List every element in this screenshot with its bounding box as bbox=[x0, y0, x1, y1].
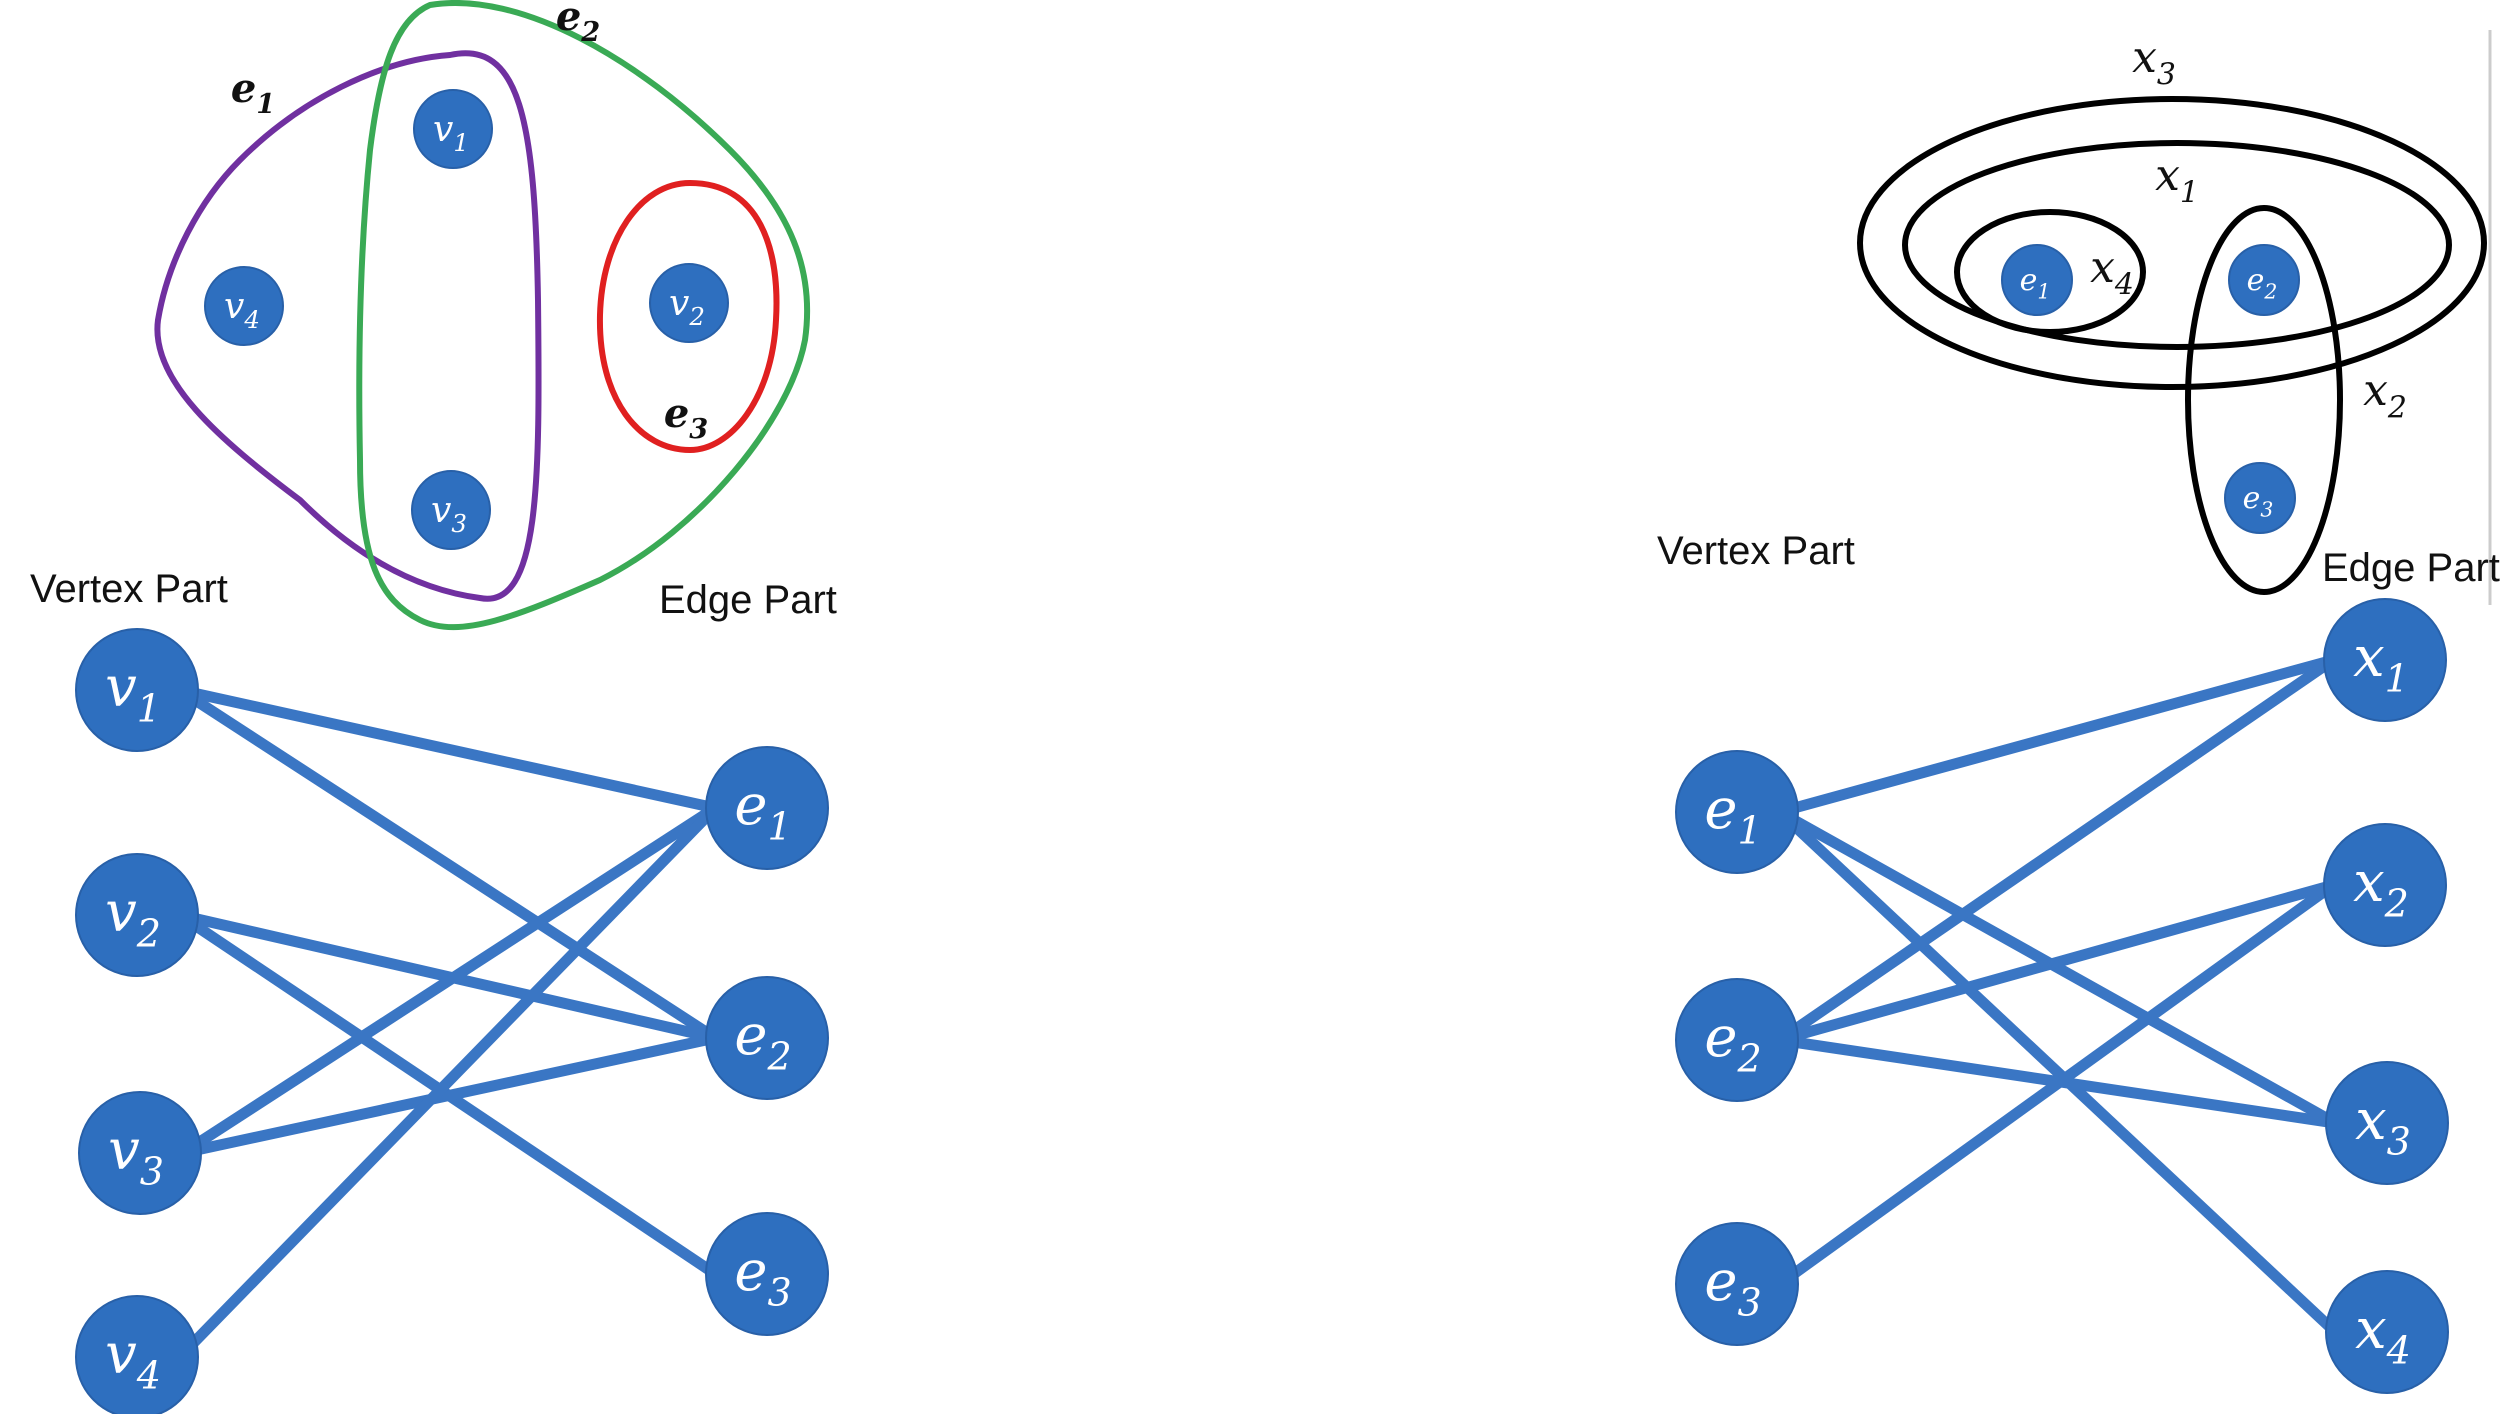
hyperedge-label-x2: x2 bbox=[2363, 365, 2407, 425]
bipartite-link-e1-x4 bbox=[1775, 807, 2339, 1337]
vertex-label-v4: v4 bbox=[224, 286, 260, 334]
bipartite-vertex-v2 bbox=[75, 853, 199, 977]
edge-part-label-left: Edge Part bbox=[659, 578, 837, 622]
hyperedge-label-e3: e3 bbox=[664, 390, 708, 445]
vertex-label-e1: e1 bbox=[2020, 263, 2051, 303]
vertex-label-v3: v3 bbox=[431, 490, 467, 538]
hyperedge-x3 bbox=[1857, 96, 2487, 390]
bipartite-edge-x1 bbox=[2323, 598, 2447, 722]
hypergraph-vertex-e1 bbox=[2001, 244, 2073, 316]
hyperedge-label-e2: e2 bbox=[556, 0, 600, 48]
bipartite-link-e3-x2 bbox=[1776, 880, 2337, 1289]
hyperedge-label-x3: x3 bbox=[2132, 32, 2176, 92]
edge-part-label-right: Edge Part bbox=[2322, 546, 2500, 590]
bipartite-edge-label-x2: x2 bbox=[2353, 850, 2409, 926]
hyperedge-e3 bbox=[596, 179, 780, 454]
bipartite-link-e2-x2 bbox=[1778, 879, 2335, 1046]
vertex-label-e2: e2 bbox=[2247, 263, 2278, 303]
hyperedge-e1 bbox=[154, 50, 542, 602]
hypergraph-vertex-e3 bbox=[2224, 462, 2296, 534]
hypergraph-vertex-v3 bbox=[411, 470, 491, 550]
vertex-label-v2: v2 bbox=[669, 283, 705, 331]
bipartite-vertex-label-v3: v3 bbox=[108, 1118, 164, 1194]
bipartite-edge-label-e2: e2 bbox=[734, 1003, 791, 1079]
bipartite-vertex-label-v2: v2 bbox=[105, 880, 161, 956]
vertex-label-v1: v1 bbox=[433, 109, 469, 157]
bipartite-vertex-v3 bbox=[78, 1091, 202, 1215]
bipartite-edge-e1 bbox=[705, 746, 829, 870]
hyperedge-label-x1: x1 bbox=[2155, 150, 2199, 210]
bipartite-edge-label-x1: x1 bbox=[2353, 625, 2409, 701]
vertex-part-label-left: Vertex Part bbox=[30, 567, 228, 611]
hyperedge-e2 bbox=[356, 0, 811, 631]
bipartite-edge-label-e1: e1 bbox=[734, 773, 791, 849]
bipartite-edge-label-x3: x3 bbox=[2355, 1088, 2411, 1164]
hypergraph-vertex-v4 bbox=[204, 266, 284, 346]
hyperedge-label-e1: e1 bbox=[231, 65, 275, 120]
bipartite-link-v3-e1 bbox=[179, 803, 719, 1158]
bipartite-link-e1-x1 bbox=[1778, 654, 2335, 818]
bipartite-vertex-label-v4: v4 bbox=[105, 1322, 161, 1398]
bipartite-edge-e3 bbox=[705, 1212, 829, 1336]
bipartite-edge-label-e3: e3 bbox=[734, 1239, 791, 1315]
bipartite-vertex-v4 bbox=[75, 1295, 199, 1414]
hyperedge-label-x4: x4 bbox=[2090, 242, 2134, 302]
bipartite-link-v4-e1 bbox=[175, 804, 720, 1361]
bipartite-edge-x3 bbox=[2325, 1061, 2449, 1185]
bipartite-vertex-label-e2: e2 bbox=[1704, 1005, 1761, 1081]
bipartite-vertex-e2 bbox=[1675, 978, 1799, 1102]
bipartite-edge-x4 bbox=[2325, 1270, 2449, 1394]
bipartite-edge-x2 bbox=[2323, 823, 2447, 947]
bipartite-edge-label-x4: x4 bbox=[2355, 1297, 2411, 1373]
bipartite-link-v1-e1 bbox=[178, 684, 717, 814]
hypergraph-vertex-e2 bbox=[2228, 244, 2300, 316]
hypergraph-vertex-v2 bbox=[649, 263, 729, 343]
hypergraph-vertex-v1 bbox=[413, 89, 493, 169]
bipartite-link-v3-e2 bbox=[181, 1032, 717, 1159]
hyperedge-x1 bbox=[1902, 140, 2452, 350]
vertex-part-label-right: Vertex Part bbox=[1657, 529, 1855, 573]
bipartite-link-v1-e2 bbox=[176, 685, 719, 1043]
bipartite-link-e2-x1 bbox=[1776, 655, 2337, 1045]
bipartite-vertex-e3 bbox=[1675, 1222, 1799, 1346]
vertex-label-e3: e3 bbox=[2243, 481, 2274, 521]
hyperedge-x4 bbox=[1954, 209, 2146, 335]
bipartite-vertex-label-v1: v1 bbox=[105, 655, 161, 731]
bipartite-vertex-v1 bbox=[75, 628, 199, 752]
bipartite-vertex-label-e3: e3 bbox=[1704, 1249, 1761, 1325]
bipartite-vertex-label-e1: e1 bbox=[1704, 777, 1761, 853]
bipartite-vertex-e1 bbox=[1675, 750, 1799, 874]
bipartite-edge-e2 bbox=[705, 976, 829, 1100]
hyperedge-x2 bbox=[2185, 205, 2343, 595]
